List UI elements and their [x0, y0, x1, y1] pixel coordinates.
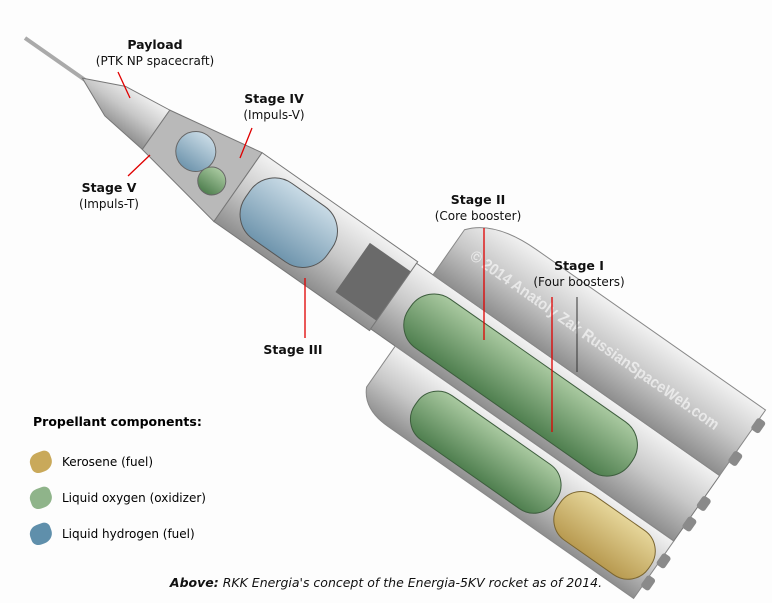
legend-item-hydrogen: Liquid hydrogen (fuel)	[27, 520, 195, 548]
legend-label: Kerosene (fuel)	[62, 455, 154, 469]
strap-on-booster-upper	[432, 227, 767, 477]
booster-kerosene-tank	[553, 491, 656, 580]
kerosene-swatch-icon	[27, 448, 55, 476]
caption-text: RKK Energia's concept of the Energia-5KV…	[218, 575, 603, 590]
label-stage3: Stage III	[263, 342, 323, 357]
legend-label: Liquid oxygen (oxidizer)	[62, 491, 206, 505]
label-stage2: Stage II(Core booster)	[434, 192, 522, 223]
core-oxygen-tank	[403, 293, 638, 477]
legend-item-oxygen: Liquid oxygen (oxidizer)	[27, 484, 206, 512]
booster-oxygen-tank	[409, 390, 562, 514]
escape-tower	[23, 36, 88, 83]
hydrogen-swatch-icon	[27, 520, 55, 548]
leader-lines	[117, 71, 553, 432]
label-stage4: Stage IV(Impuls-V)	[243, 91, 305, 122]
stage4-tank	[175, 130, 217, 172]
label-stage5: Stage V(Impuls-T)	[79, 180, 139, 211]
legend-item-kerosene: Kerosene (fuel)	[27, 448, 154, 476]
legend-label: Liquid hydrogen (fuel)	[62, 527, 195, 541]
stage3-hydrogen-tank	[239, 177, 338, 268]
caption-lead: Above:	[169, 575, 219, 590]
engines	[641, 418, 766, 591]
caption: Above: RKK Energia's concept of the Ener…	[0, 574, 772, 591]
legend-title: Propellant components:	[33, 414, 202, 429]
label-payload: Payload(PTK NP spacecraft)	[95, 37, 215, 68]
oxygen-swatch-icon	[27, 484, 55, 512]
label-stage1: Stage I(Four boosters)	[533, 258, 625, 289]
stage5-tank	[197, 166, 227, 196]
